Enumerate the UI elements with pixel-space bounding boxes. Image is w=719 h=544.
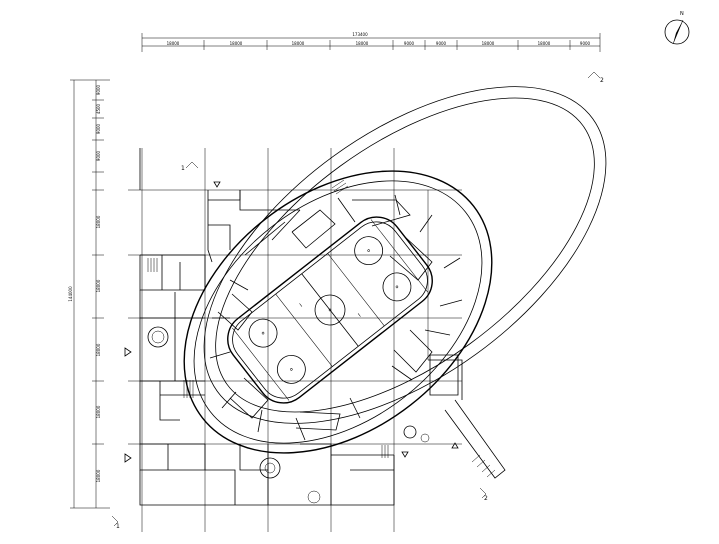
ancillary-rooms xyxy=(139,148,463,506)
left-dimension-segment: 18000 xyxy=(96,279,101,292)
ice-rink xyxy=(227,216,433,404)
north-arrow-icon: N xyxy=(664,11,690,45)
top-dimension-total: 173400 xyxy=(352,32,368,37)
section-mark-label: 2 xyxy=(600,77,604,84)
section-mark-label: 2 xyxy=(484,495,488,502)
stair-hatch xyxy=(147,179,389,458)
top-dimension-segment: 18000 xyxy=(167,41,180,46)
entry-marker xyxy=(124,181,459,463)
left-dimension-chain: 144000 9000 4500 9000 9000 18000 18000 1… xyxy=(68,79,110,509)
top-dimension-segment: 18000 xyxy=(356,41,369,46)
top-dimension-segment: 9000 xyxy=(580,41,591,46)
north-label: N xyxy=(680,11,684,17)
left-dimension-total: 144000 xyxy=(68,286,73,302)
top-dimension-chain: 173400 18000 18000 18000 18000 9000 9000… xyxy=(141,32,601,52)
section-mark: 1 1 2 2 xyxy=(111,71,604,530)
top-dimension-segment: 18000 xyxy=(538,41,551,46)
left-dimension-segment: 18000 xyxy=(96,469,101,482)
left-dimension-segment: 18000 xyxy=(96,405,101,418)
entrance-ramp xyxy=(444,399,506,479)
tree-symbol xyxy=(147,326,430,504)
left-dimension-segment: 9000 xyxy=(96,84,101,95)
outer-oval-promenade xyxy=(203,86,607,424)
structural-grid xyxy=(128,148,462,532)
left-dimension-segment: 18000 xyxy=(96,215,101,228)
left-dimension-segment: 9000 xyxy=(96,123,101,134)
section-mark-label: 1 xyxy=(116,523,120,530)
left-dimension-segment: 18000 xyxy=(96,343,101,356)
top-dimension-segment: 9000 xyxy=(404,41,415,46)
left-dimension-segment: 4500 xyxy=(96,103,101,114)
top-dimension-segment: 18000 xyxy=(292,41,305,46)
left-dimension-segment: 9000 xyxy=(96,150,101,161)
top-dimension-segment: 18000 xyxy=(230,41,243,46)
top-dimension-segment: 9000 xyxy=(436,41,447,46)
top-dimension-segment: 18000 xyxy=(482,41,495,46)
arena-oval xyxy=(183,170,493,454)
section-mark-label: 1 xyxy=(181,165,185,172)
